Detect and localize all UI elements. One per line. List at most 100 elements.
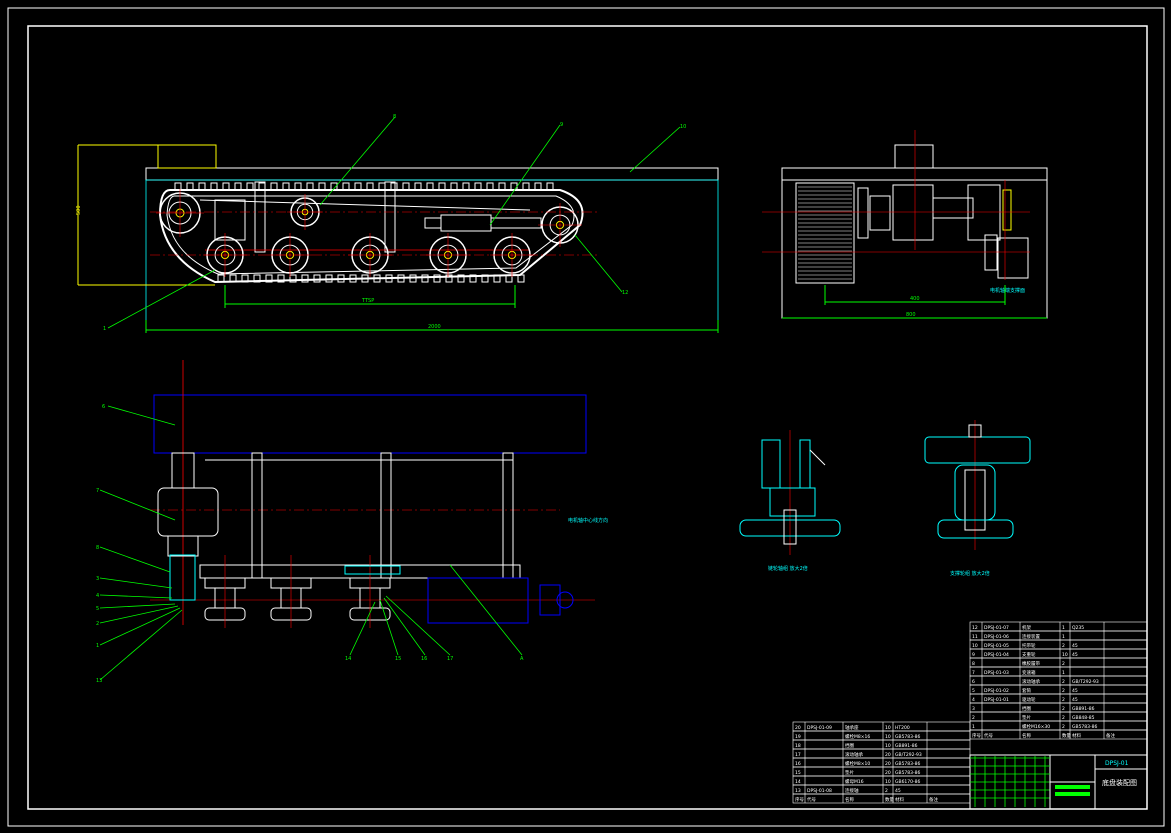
bom-cell: 垫片 <box>845 769 854 776</box>
leader-b-6: 6 <box>102 404 105 410</box>
track-tooth <box>505 274 513 283</box>
bom-cell: 45 <box>1072 697 1078 703</box>
track-tooth <box>414 182 422 191</box>
track-tooth <box>517 274 525 283</box>
bom-cell: 10 <box>885 743 891 749</box>
bom-cell: GB5783-86 <box>895 734 921 740</box>
bom-cell: 1 <box>972 724 975 730</box>
leader-9: 9 <box>560 122 563 128</box>
track-tooth <box>270 182 278 191</box>
bom-cell: 1 <box>1062 634 1065 640</box>
bom-row <box>969 711 1148 722</box>
track-tooth <box>349 274 357 283</box>
bom-cell: 数量 <box>885 796 894 803</box>
bom-row <box>792 757 971 768</box>
bom-cell: 螺母M16 <box>845 778 864 785</box>
bom-cell: 10 <box>1062 652 1068 658</box>
bom-cell: 14 <box>795 779 801 785</box>
bom-cell: 20 <box>885 761 891 767</box>
bom-cell: 19 <box>795 734 801 740</box>
track-tooth <box>493 274 501 283</box>
bom-row <box>792 793 971 804</box>
bom-row <box>792 775 971 786</box>
bom-cell: 轴承座 <box>845 724 859 731</box>
track-tooth <box>390 182 398 191</box>
track-tooth <box>289 274 297 283</box>
leader-b-8: 8 <box>96 545 99 551</box>
side-length-dim: 800 <box>906 312 916 318</box>
leader-b-14: 14 <box>345 656 351 662</box>
track-tooth <box>421 274 429 283</box>
leader-b-2: 2 <box>96 621 99 627</box>
bom-cell: 10 <box>972 643 978 649</box>
track-tooth <box>378 182 386 191</box>
bom-row <box>969 702 1148 713</box>
track-tooth <box>469 274 477 283</box>
track-tooth <box>241 274 249 283</box>
bom-cell: 垫片 <box>1022 714 1031 721</box>
bom-cell: 材料 <box>895 796 904 803</box>
bom-cell: 2 <box>972 715 975 721</box>
bom-cell: 6 <box>972 679 975 685</box>
leader-b-17: 17 <box>447 656 453 662</box>
leader-b-16: 16 <box>421 656 427 662</box>
bom-row <box>792 730 971 741</box>
track-tooth <box>450 182 458 191</box>
track-tooth <box>174 182 182 191</box>
bom-cell: 名称 <box>845 796 854 803</box>
leader-b-15: 15 <box>395 656 401 662</box>
bom-cell: 材料 <box>1072 732 1081 739</box>
track-tooth <box>373 274 381 283</box>
detail-a: 链轮轴组 放大2倍 <box>739 430 841 572</box>
track-tooth <box>402 182 410 191</box>
bom-cell: DPSJ-01-08 <box>807 788 832 794</box>
track-tooth <box>426 182 434 191</box>
bom-cell: 3 <box>972 706 975 712</box>
bom-row <box>969 657 1148 668</box>
bom-cell: 滚动轴承 <box>845 751 863 758</box>
bom-cell: DPSJ-01-07 <box>984 625 1009 631</box>
track-tooth <box>306 182 314 191</box>
bom-cell: 45 <box>1072 652 1078 658</box>
bom-cell: GB891-86 <box>895 743 918 749</box>
height-dim: 500 <box>76 205 82 215</box>
side-width-dim: 400 <box>910 296 920 302</box>
track-tooth <box>385 274 393 283</box>
track-tooth <box>366 182 374 191</box>
track-tooth <box>342 182 350 191</box>
track-tooth <box>354 182 362 191</box>
track-tooth <box>474 182 482 191</box>
bom-cell: HT200 <box>895 725 910 731</box>
track-tooth <box>294 182 302 191</box>
bom-cell: 1 <box>1062 670 1065 676</box>
bom-row <box>969 675 1148 686</box>
pitch-dim: TTSP <box>361 298 374 304</box>
track-tooth <box>481 274 489 283</box>
bom-row <box>792 739 971 750</box>
bom-cell: 2 <box>1062 724 1065 730</box>
bom-row <box>969 729 1148 740</box>
bom-cell: 2 <box>1062 679 1065 685</box>
track-tooth <box>498 182 506 191</box>
leader-b-5: 5 <box>96 606 99 612</box>
bom-cell: 代号 <box>984 732 993 739</box>
track-tooth <box>433 274 441 283</box>
bom-cell: 15 <box>795 770 801 776</box>
track-tooth <box>253 274 261 283</box>
track-tooth <box>510 182 518 191</box>
bom-cell: GB/T292-93 <box>1072 679 1099 685</box>
track-tooth <box>486 182 494 191</box>
bom-cell: 连接装置 <box>1022 633 1040 640</box>
track-tooth <box>282 182 290 191</box>
track-tooth <box>462 182 470 191</box>
outer-border <box>7 7 1165 827</box>
end-view: 电机轴端支撑面 400 800 <box>762 130 1048 319</box>
leader-b-3: 3 <box>96 576 99 582</box>
track-tooth <box>229 274 237 283</box>
leader-b-a: A <box>520 656 524 662</box>
bom-cell: 45 <box>895 788 901 794</box>
bom-cell: 2 <box>885 788 888 794</box>
bom-cell: 螺栓M8×10 <box>845 760 870 767</box>
bom-cell: 1 <box>1062 625 1065 631</box>
